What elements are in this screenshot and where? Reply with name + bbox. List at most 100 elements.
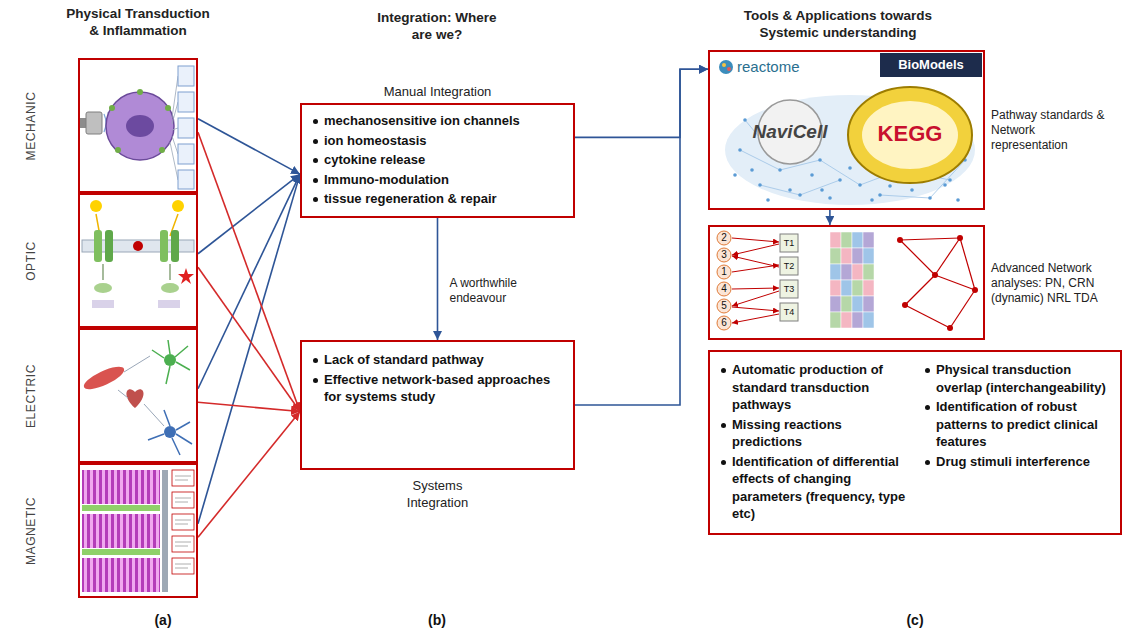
pathway-logos-art-part-part	[948, 178, 952, 182]
place-number: 4	[717, 282, 731, 296]
side-label-slot: MAGNETIC	[16, 465, 46, 596]
mechanic-illustration-part	[115, 147, 121, 153]
side-label-slot: OPTIC	[16, 195, 46, 326]
pathway-logos-art-part-part	[750, 168, 754, 172]
network-analysis-art-part-part	[852, 232, 863, 248]
pathway-logos-art-part-part	[758, 183, 762, 187]
network-analysis-art-part-part	[957, 235, 963, 241]
network-analysis-art-part-part	[830, 312, 841, 328]
network-analysis-art-part-part	[852, 248, 863, 264]
bullet-item: Drug stimuli interference	[922, 453, 1112, 471]
mechanic-illustration-part	[109, 105, 115, 111]
network-analysis-art-part-part	[863, 312, 874, 328]
arrow-connector	[437, 218, 439, 340]
arrow-connector	[829, 210, 831, 225]
transition-label: T3	[780, 282, 798, 296]
optic-illustration-part	[160, 230, 168, 262]
mechanic-illustration-part	[86, 112, 102, 134]
pathway-logos-art-part	[727, 67, 731, 71]
panel-letter: (a)	[138, 612, 188, 630]
pathway-logos-art-part-part	[956, 198, 960, 202]
bullet-column: Automatic production of standard transdu…	[718, 360, 914, 525]
network-analysis-art-part-part	[900, 238, 960, 240]
network-analysis-art-part	[717, 265, 731, 279]
network-analysis-art-part-part	[960, 238, 975, 290]
optic-illustration-part	[92, 300, 114, 308]
side-label-slot: MECHANIC	[16, 60, 46, 191]
side-caption: Advanced Network analyses: PN, CRN (dyna…	[991, 260, 1103, 305]
network-analysis-art-part-part	[732, 265, 779, 272]
network-analysis-art-part-part	[830, 296, 841, 312]
network-analysis-art-part-part	[905, 305, 950, 328]
optic-illustration-part	[172, 200, 184, 212]
optic-illustration-part	[94, 283, 112, 293]
network-analysis-art-part	[717, 316, 731, 330]
pathway-logos-art-part-part	[738, 148, 742, 152]
mechanic-illustration-part	[165, 105, 171, 111]
magnetic-illustration-part	[82, 558, 160, 592]
pathway-logos-art-part-part	[810, 173, 814, 177]
network-analysis-art-part-part	[972, 287, 978, 293]
mechanic-illustration-part	[178, 92, 194, 112]
magnetic-illustration-part	[82, 505, 160, 511]
electric-illustration-part	[148, 410, 192, 455]
network-analysis-art-part-part	[863, 280, 874, 296]
optic-illustration-part	[90, 200, 102, 212]
transition-label: T4	[780, 305, 798, 319]
network-analysis-art-part-part	[732, 288, 779, 289]
network-analysis-art	[717, 231, 978, 331]
electric-illustration-part	[164, 426, 176, 438]
place-number: 2	[717, 231, 731, 245]
arrow-connector	[198, 174, 300, 524]
network-analysis-art-part-part	[841, 232, 852, 248]
logo-text: BioModels	[881, 57, 981, 73]
network-analysis-art-part-part	[841, 264, 852, 280]
bullet-item: Identification of differential effects o…	[718, 453, 914, 523]
optic-illustration-part	[178, 268, 194, 284]
bullet-item: Physical transduction overlap (interchan…	[922, 361, 1112, 396]
network-analysis-art-part	[780, 257, 798, 275]
process-box: Advanced Network analyses: PN, CRN (dyna…	[708, 225, 985, 340]
network-analysis-art-part	[780, 234, 798, 252]
network-analysis-art-part-part	[935, 275, 975, 290]
process-box: ELECTRIC	[78, 328, 198, 463]
column-heading: Integration: Where are we?	[377, 10, 497, 44]
network-analysis-art-part	[900, 238, 975, 328]
network-analysis-art-part-part	[863, 248, 874, 264]
optic-illustration-part	[105, 230, 113, 262]
pathway-logos-art-part	[880, 53, 982, 77]
arrow-connector	[198, 174, 300, 389]
bullet-item: cytokine release	[310, 151, 565, 169]
mechanic-illustration-part	[106, 92, 174, 160]
arrow-connector	[198, 132, 300, 411]
arrow-label: A worthwhile endeavour	[448, 275, 536, 307]
arrow-connector	[198, 412, 300, 538]
side-label: MAGNETIC	[24, 496, 38, 564]
network-analysis-art-part-part	[863, 232, 874, 248]
network-analysis-art-part	[897, 235, 978, 331]
network-analysis-art-part	[780, 280, 798, 298]
mechanic-illustration-part	[178, 170, 194, 189]
pathway-logos-art-part-part	[788, 188, 792, 192]
magnetic-illustration-part	[172, 558, 194, 574]
bullet-item: Effective network-based approaches for s…	[310, 371, 565, 406]
network-analysis-art-part-part	[897, 237, 903, 243]
optic-illustration	[82, 200, 194, 308]
network-analysis-art-part-part	[830, 264, 841, 280]
process-box: OPTIC	[78, 193, 198, 328]
network-analysis-art-part-part	[830, 232, 841, 248]
pathway-logos-art-part-part	[848, 166, 852, 170]
pathway-logos-art-part-part	[798, 193, 802, 197]
mechanic-illustration-part	[170, 76, 178, 180]
pathway-logos-art-part-part	[820, 188, 824, 192]
bullet-item: ion homeostasis	[310, 132, 565, 150]
logo-text: NaviCell	[740, 120, 840, 143]
network-analysis-art-part	[717, 299, 731, 313]
mechanic-illustration-part	[137, 89, 143, 95]
place-number: 6	[717, 316, 731, 330]
pathway-logos-art-part-part	[818, 158, 822, 162]
magnetic-illustration-part	[172, 492, 194, 508]
network-analysis-art-part-part	[932, 272, 938, 278]
pathway-logos-art-part	[848, 87, 972, 183]
